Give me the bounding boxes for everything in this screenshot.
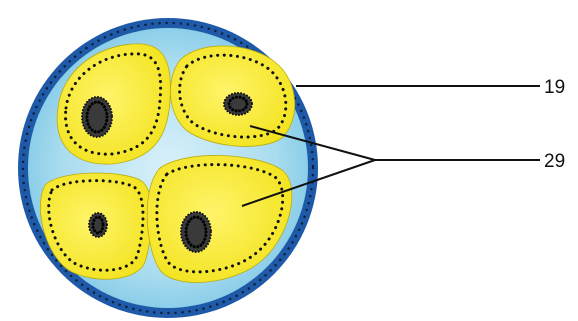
- label-29: 29: [544, 151, 565, 172]
- label-19: 19: [544, 77, 565, 98]
- cell-top-right: [170, 46, 294, 146]
